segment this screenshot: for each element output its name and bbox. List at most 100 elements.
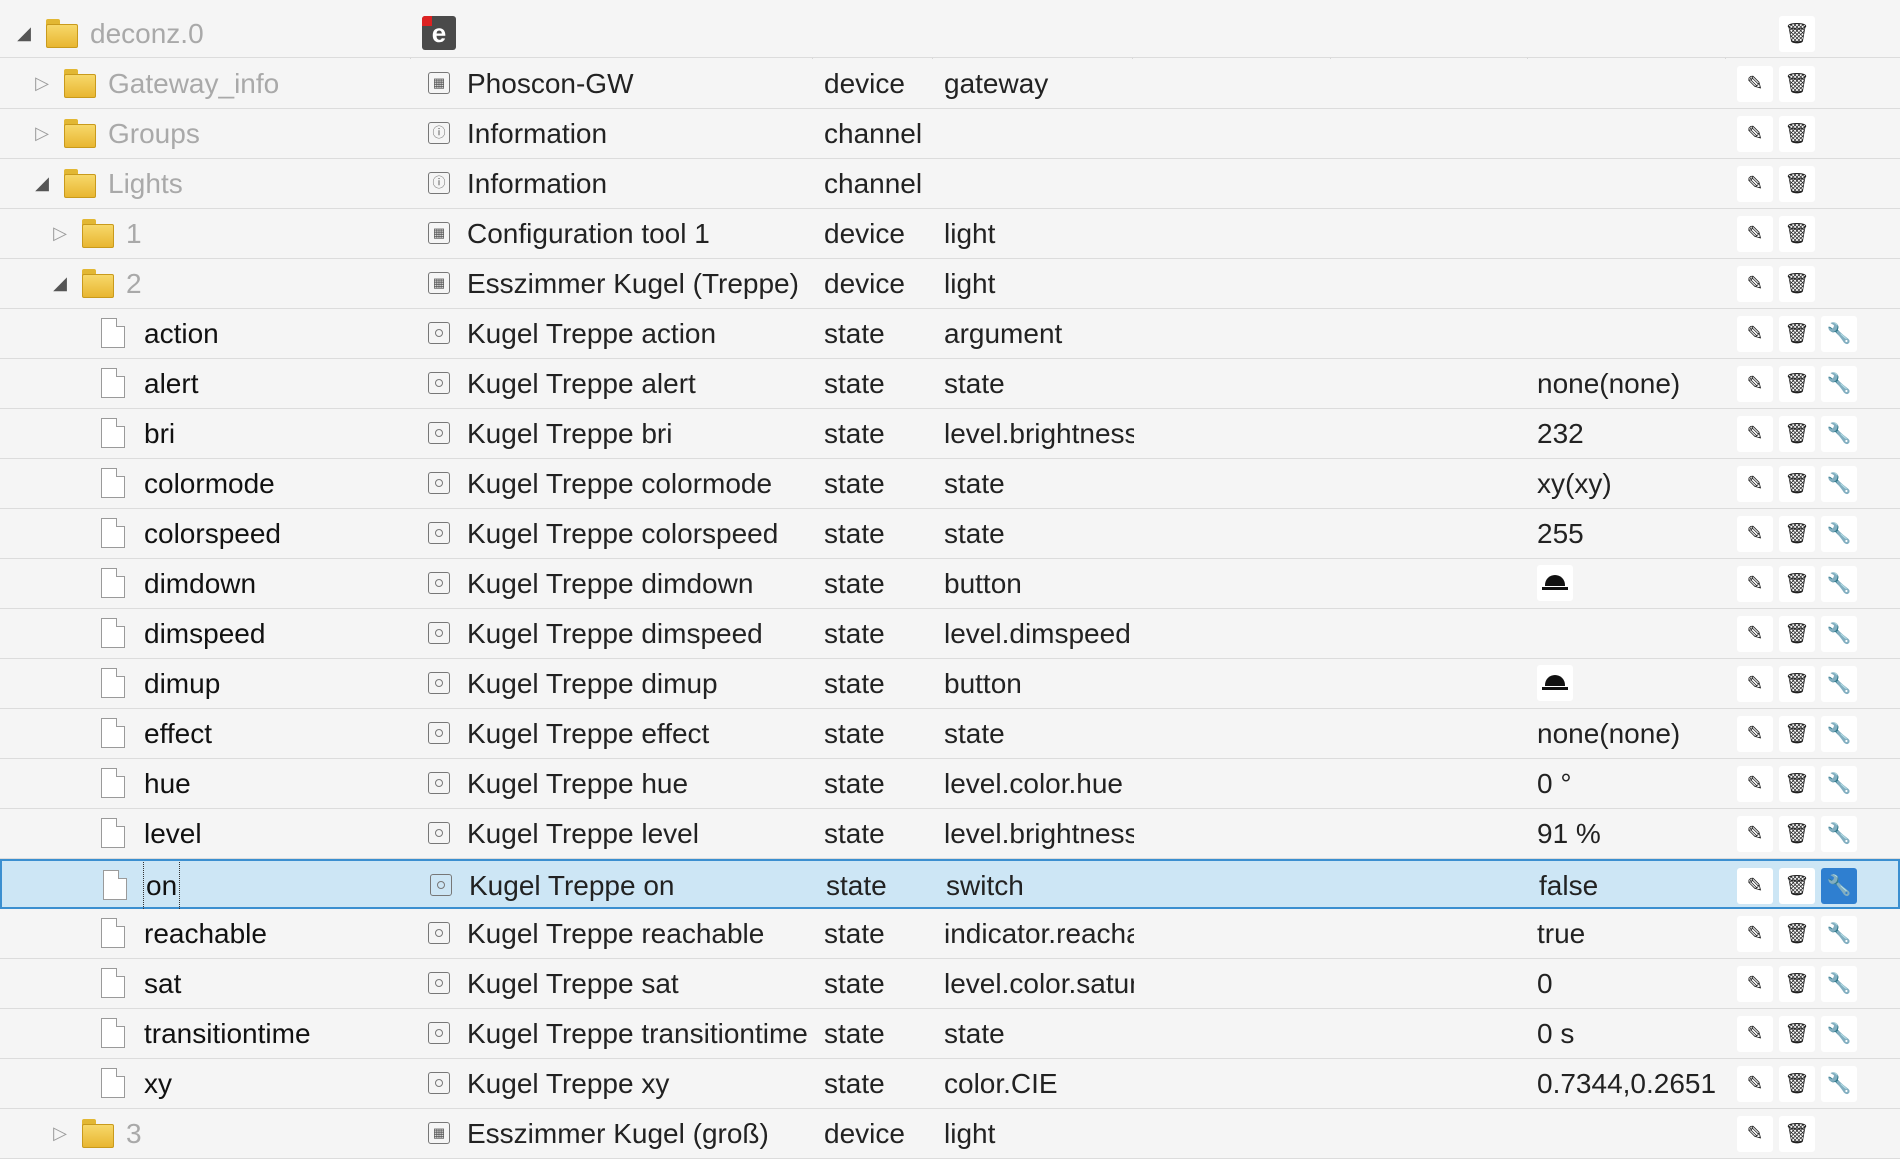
wrench-icon[interactable]: 🔧: [1821, 366, 1857, 402]
file-icon: [101, 1018, 125, 1048]
collapse-toggle-icon[interactable]: ◢: [53, 273, 67, 293]
wrench-icon[interactable]: 🔧: [1821, 1066, 1857, 1102]
delete-icon[interactable]: 🗑: [1779, 16, 1815, 52]
delete-icon[interactable]: 🗑: [1779, 66, 1815, 102]
edit-icon[interactable]: ✎: [1737, 116, 1773, 152]
object-value[interactable]: [1537, 659, 1722, 708]
edit-icon[interactable]: ✎: [1737, 416, 1773, 452]
edit-icon[interactable]: ✎: [1737, 1016, 1773, 1052]
wrench-icon[interactable]: 🔧: [1821, 416, 1857, 452]
delete-icon[interactable]: 🗑: [1779, 216, 1815, 252]
edit-icon[interactable]: ✎: [1737, 616, 1773, 652]
edit-icon[interactable]: ✎: [1737, 1116, 1773, 1152]
delete-icon[interactable]: 🗑: [1779, 416, 1815, 452]
expand-toggle-icon[interactable]: ▷: [35, 73, 49, 93]
edit-icon[interactable]: ✎: [1737, 366, 1773, 402]
wrench-icon[interactable]: 🔧: [1821, 966, 1857, 1002]
delete-icon[interactable]: 🗑: [1779, 316, 1815, 352]
edit-icon[interactable]: ✎: [1737, 966, 1773, 1002]
wrench-icon[interactable]: 🔧: [1821, 616, 1857, 652]
wrench-icon[interactable]: 🔧: [1821, 816, 1857, 852]
wrench-icon[interactable]: 🔧: [1821, 666, 1857, 702]
delete-icon[interactable]: 🗑: [1779, 566, 1815, 602]
delete-icon[interactable]: 🗑: [1779, 116, 1815, 152]
wrench-icon[interactable]: 🔧: [1821, 316, 1857, 352]
delete-icon[interactable]: 🗑: [1779, 366, 1815, 402]
object-type: state: [824, 818, 885, 849]
delete-icon[interactable]: 🗑: [1779, 166, 1815, 202]
collapse-toggle-icon[interactable]: ◢: [17, 23, 31, 43]
wrench-icon[interactable]: 🔧: [1821, 766, 1857, 802]
delete-icon[interactable]: 🗑: [1779, 266, 1815, 302]
wrench-icon[interactable]: 🔧: [1821, 716, 1857, 752]
expand-toggle-icon[interactable]: ▷: [53, 1123, 67, 1143]
edit-icon[interactable]: ✎: [1737, 516, 1773, 552]
delete-icon[interactable]: 🗑: [1779, 716, 1815, 752]
delete-icon[interactable]: 🗑: [1779, 1116, 1815, 1152]
wrench-icon[interactable]: 🔧: [1821, 868, 1857, 904]
edit-icon[interactable]: ✎: [1737, 316, 1773, 352]
delete-icon[interactable]: 🗑: [1779, 816, 1815, 852]
edit-icon[interactable]: ✎: [1737, 466, 1773, 502]
edit-icon[interactable]: ✎: [1737, 666, 1773, 702]
object-value: [1537, 609, 1722, 658]
delete-icon[interactable]: 🗑: [1779, 1016, 1815, 1052]
delete-icon[interactable]: 🗑: [1779, 666, 1815, 702]
channel-icon: ⓘ: [428, 122, 450, 144]
edit-icon[interactable]: ✎: [1737, 766, 1773, 802]
edit-icon[interactable]: ✎: [1737, 816, 1773, 852]
edit-icon[interactable]: ✎: [1737, 1066, 1773, 1102]
edit-icon[interactable]: ✎: [1737, 566, 1773, 602]
wrench-icon[interactable]: 🔧: [1821, 466, 1857, 502]
delete-icon[interactable]: 🗑: [1779, 616, 1815, 652]
wrench-icon[interactable]: 🔧: [1821, 916, 1857, 952]
object-value: 0.7344,0.2651: [1537, 1068, 1717, 1099]
edit-icon[interactable]: ✎: [1737, 66, 1773, 102]
wrench-icon[interactable]: 🔧: [1821, 1016, 1857, 1052]
bell-button-icon[interactable]: [1537, 565, 1573, 601]
edit-icon[interactable]: ✎: [1737, 916, 1773, 952]
edit-icon[interactable]: ✎: [1737, 166, 1773, 202]
edit-icon[interactable]: ✎: [1737, 868, 1773, 904]
delete-icon[interactable]: 🗑: [1779, 868, 1815, 904]
delete-icon[interactable]: 🗑: [1779, 916, 1815, 952]
wrench-icon[interactable]: 🔧: [1821, 516, 1857, 552]
delete-icon[interactable]: 🗑: [1779, 766, 1815, 802]
expand-toggle-icon[interactable]: ▷: [35, 123, 49, 143]
bell-button-icon[interactable]: [1537, 665, 1573, 701]
wrench-icon[interactable]: 🔧: [1821, 566, 1857, 602]
expand-toggle-icon[interactable]: ▷: [53, 223, 67, 243]
object-value[interactable]: [1537, 559, 1722, 608]
delete-icon[interactable]: 🗑: [1779, 466, 1815, 502]
delete-icon[interactable]: 🗑: [1779, 516, 1815, 552]
edit-icon[interactable]: ✎: [1737, 716, 1773, 752]
edit-icon[interactable]: ✎: [1737, 216, 1773, 252]
collapse-toggle-icon[interactable]: ◢: [35, 173, 49, 193]
edit-icon[interactable]: ✎: [1737, 266, 1773, 302]
delete-icon[interactable]: 🗑: [1779, 966, 1815, 1002]
delete-icon[interactable]: 🗑: [1779, 1066, 1815, 1102]
